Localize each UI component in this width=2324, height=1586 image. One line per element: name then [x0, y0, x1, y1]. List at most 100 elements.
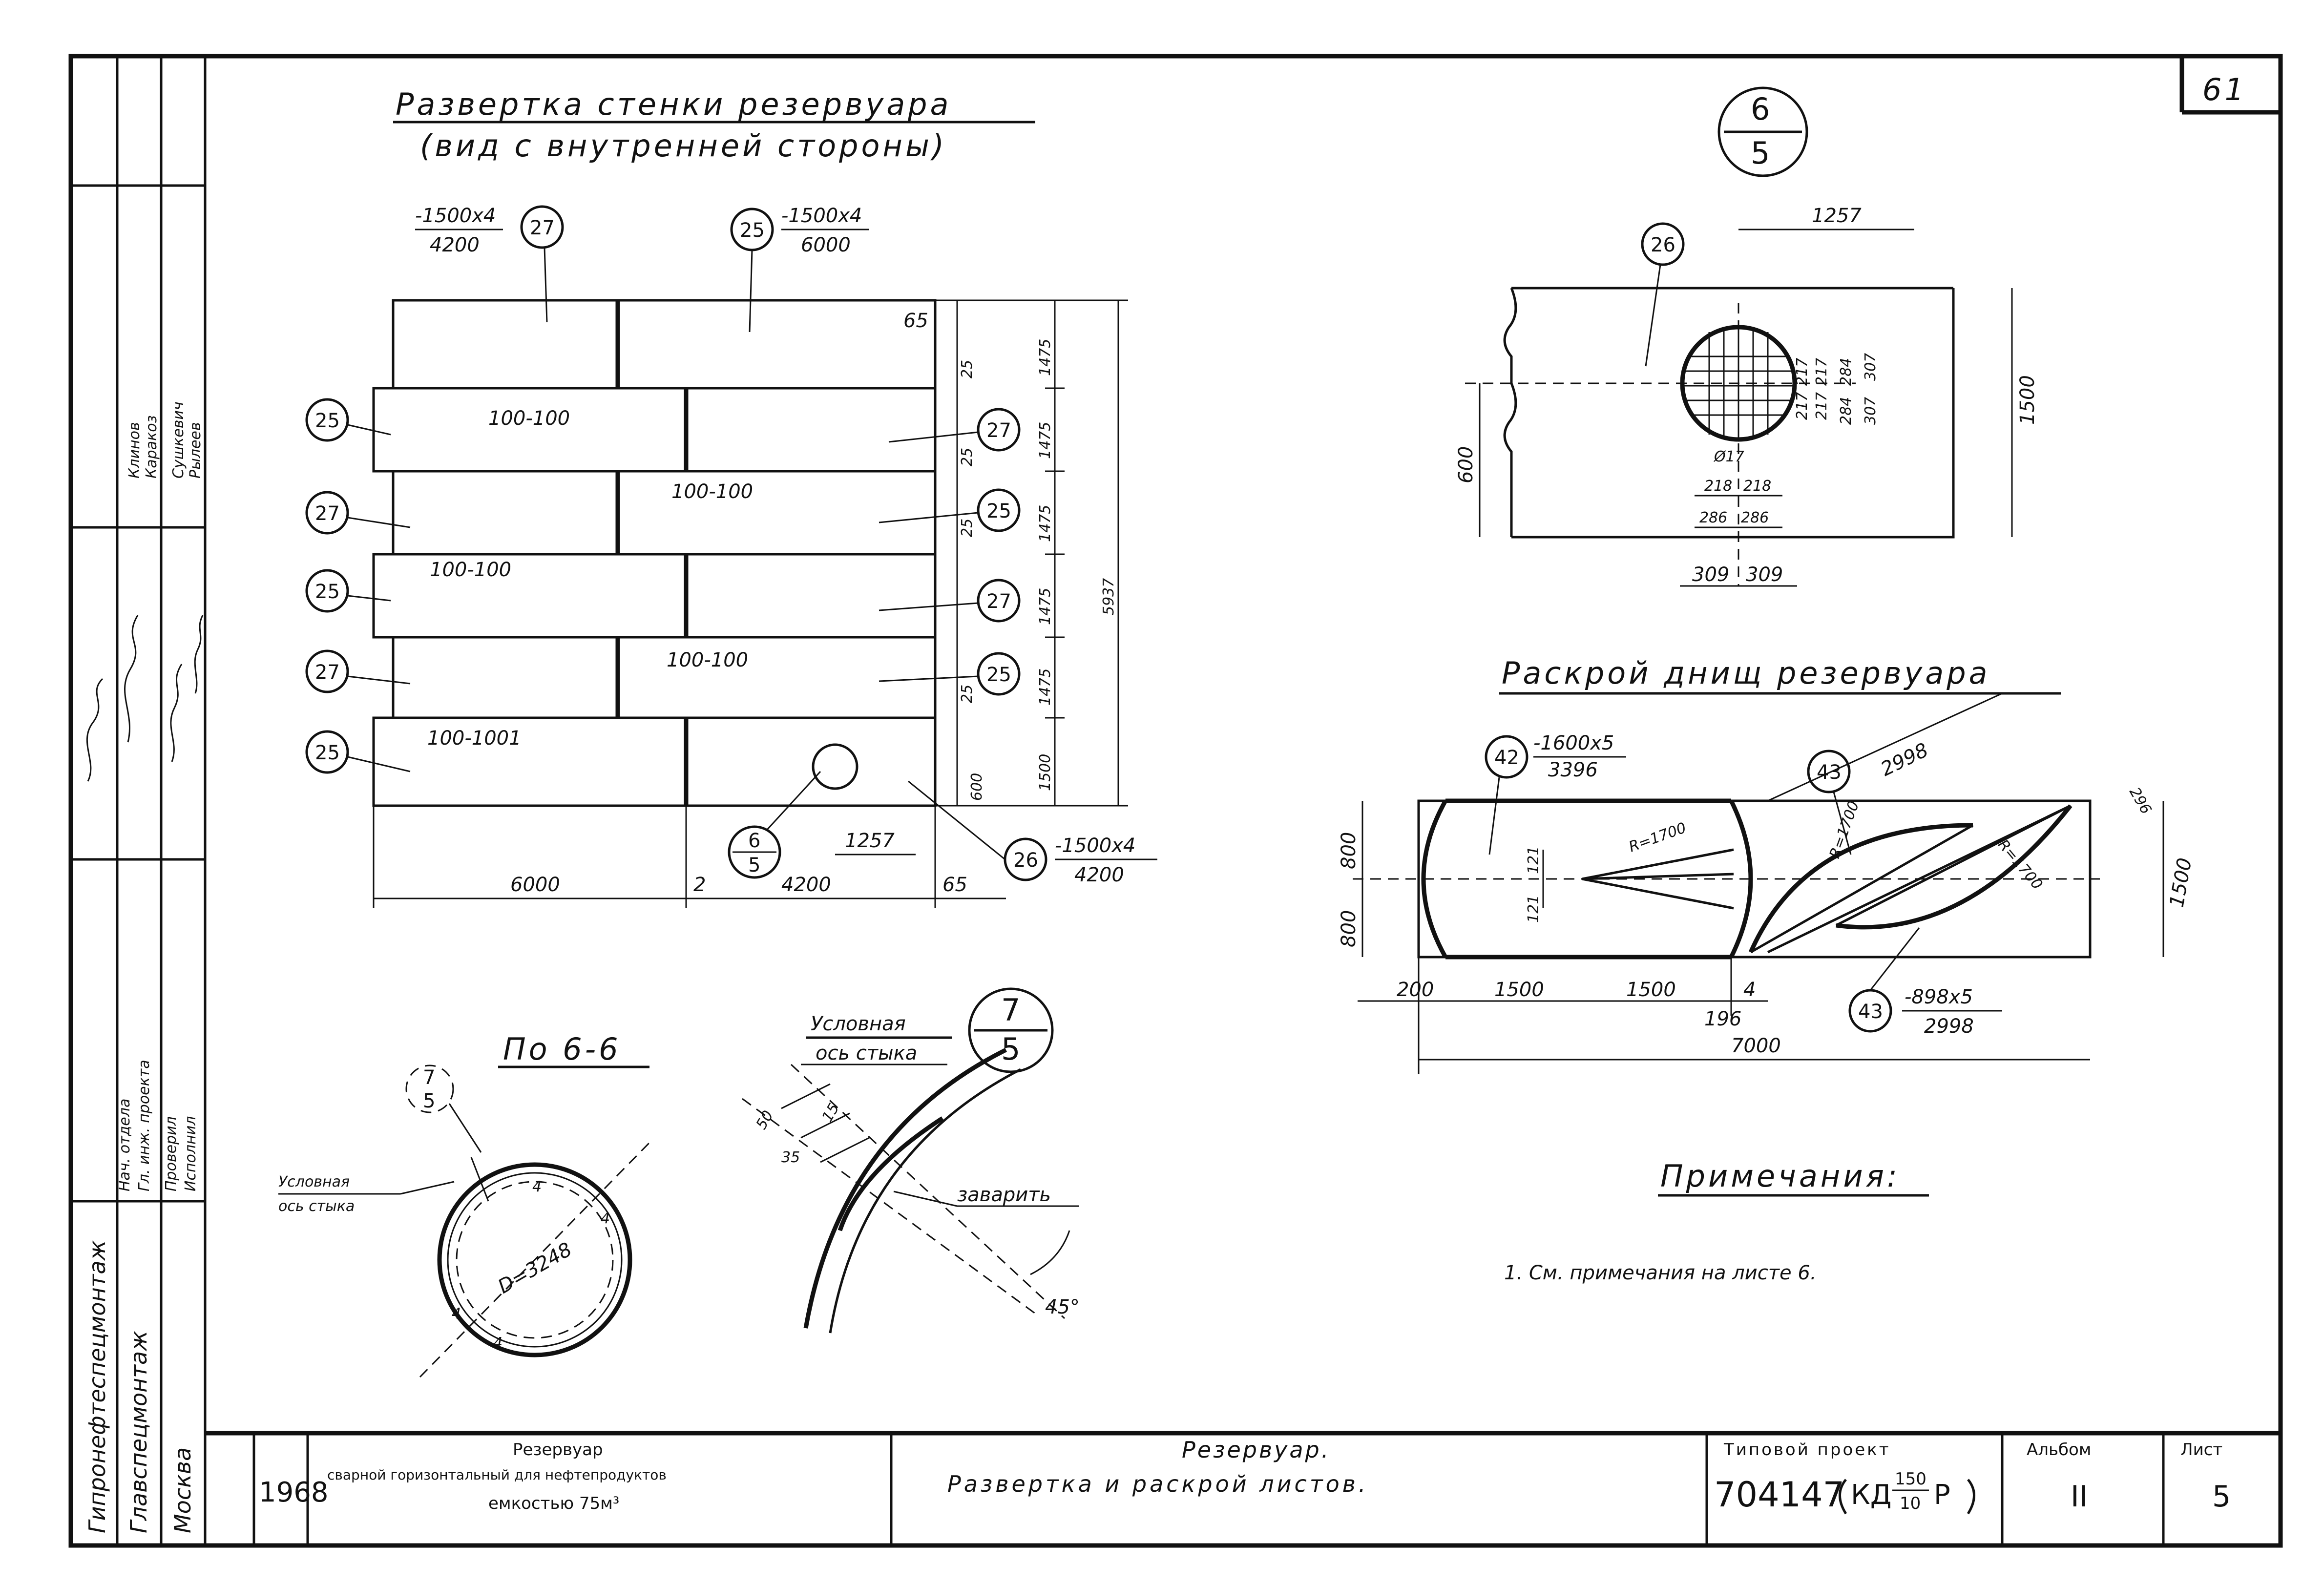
- stamp-name-2: Каракоз: [143, 415, 160, 479]
- bottoms-dim-296: 296: [2126, 785, 2155, 817]
- detail-vdim-6: 284: [1838, 397, 1855, 425]
- lens-piece-43-lower: [1836, 804, 2073, 930]
- title-block: 1968 Резервуар сварной горизонтальный дл…: [205, 1431, 2281, 1545]
- detail-bdim-1: 309: [1692, 563, 1729, 586]
- wall-unfold-subtitle: (вид с внутренней стороны): [420, 128, 947, 164]
- section-axis-2: ось стыка: [278, 1198, 355, 1215]
- detail-hdim-1: Ø17: [1713, 448, 1744, 465]
- tank-shell-inner: [447, 1172, 623, 1348]
- section-axis-1: Условная: [278, 1173, 350, 1190]
- sheet-frame: [68, 54, 2283, 1548]
- mark-25-top: 25: [740, 219, 765, 242]
- shell-arc-outer: [803, 1047, 1007, 1329]
- bottoms-bdim-1500b: 1500: [1626, 979, 1676, 1001]
- bottoms-title: Раскрой днищ резервуара: [1502, 655, 1990, 691]
- section-ref-den: 5: [423, 1090, 435, 1112]
- sheet-title-2: Развертка и раскрой листов.: [947, 1471, 1369, 1497]
- bottoms-dim-7000: 7000: [1731, 1035, 1781, 1057]
- dim-600-wall: 600: [968, 773, 985, 801]
- bottoms-bdim-200: 200: [1397, 979, 1434, 1001]
- bottoms-dim-121-a: 121: [1525, 846, 1542, 874]
- stamp-name-4: Рылеев: [187, 422, 204, 479]
- dim-25-1: 25: [959, 360, 976, 378]
- detail-7-5: Условная ось стыка 7 5 50 35 15 заварить…: [742, 987, 1080, 1334]
- section-title: По 6-6: [503, 1031, 621, 1067]
- mark-circle-42: [1485, 735, 1528, 779]
- detail75-ref-num: 7: [1001, 992, 1023, 1028]
- detail-vdim-1: 217: [1794, 358, 1811, 386]
- bottoms-dim-121-b: 121: [1525, 895, 1542, 923]
- bottoms-dim-2998: 2998: [1877, 739, 1932, 781]
- detail-ref-num: 6: [1751, 91, 1773, 127]
- section-6-6: По 6-6 7 5 D=3248 4 4 4 4 Условная ось с…: [278, 1031, 650, 1378]
- weld-label-5: 100-1001: [427, 727, 522, 750]
- project-suffix: Р: [1934, 1479, 1950, 1511]
- notes-item-1: 1. См. примечания на листе 6.: [1504, 1262, 1817, 1284]
- left-mark-2: 27: [315, 502, 340, 525]
- mark-circle-26-detail: [1641, 222, 1685, 266]
- project-frac-den: 10: [1900, 1494, 1921, 1513]
- left-stamp: Клинов Каракоз Сушкевич Рылеев Нач. отде…: [84, 401, 204, 1533]
- ref-circle-7-5-section: [405, 1064, 454, 1113]
- sheet-label: Лист: [2180, 1440, 2222, 1460]
- dim-row-6: 1500: [1037, 754, 1054, 791]
- weld-label-1: 100-100: [488, 407, 570, 430]
- right-mark-group: 27 25 27 25: [879, 408, 1021, 696]
- detail-hdim-4: 286: [1699, 509, 1727, 526]
- detail75-axis-1: Условная: [811, 1013, 906, 1035]
- title-year: 1968: [259, 1477, 329, 1508]
- mark-circle-43a: [1807, 750, 1851, 793]
- bottoms-cutting: Раскрой днищ резервуара 42 -1600x5 3396 …: [1338, 655, 2197, 1074]
- signature-1: [86, 678, 104, 782]
- detail75-axis-2: ось стыка: [816, 1042, 917, 1064]
- callout-26-fraction: -1500x4: [1055, 835, 1135, 857]
- project-frac-num: 150: [1895, 1469, 1926, 1489]
- notes-title: Примечания:: [1660, 1158, 1900, 1194]
- album-value: II: [2071, 1480, 2088, 1514]
- radius-label-1: R=1700: [1627, 819, 1689, 856]
- object-title-3: емкостью 75м³: [488, 1494, 619, 1513]
- sheet-value: 5: [2212, 1480, 2231, 1514]
- left-mark-1: 25: [315, 410, 340, 432]
- callout-27-length: 4200: [430, 234, 480, 256]
- mark-27-top: 27: [530, 217, 555, 239]
- detail75-angle: 45°: [1045, 1296, 1080, 1318]
- detail75-dim-35: 35: [781, 1149, 800, 1166]
- right-mark-2: 25: [986, 500, 1011, 522]
- ref-6-5-num: 6: [748, 830, 760, 852]
- dim-1257-wall: 1257: [845, 830, 895, 852]
- detail-hdim-5: 286: [1741, 509, 1769, 526]
- dim-row-4: 1475: [1037, 588, 1054, 625]
- mark-circle-27-top: [520, 205, 564, 249]
- section-mark-1: 4: [532, 1178, 542, 1195]
- radius-label-2: R=1700: [1826, 799, 1863, 861]
- stamp-role-3: Проверил: [163, 1116, 180, 1191]
- section-diameter: D=3248: [494, 1238, 576, 1298]
- right-mark-1: 27: [986, 419, 1011, 442]
- bottoms-42-fraction: -1600x5: [1533, 732, 1614, 754]
- shell-arc-inner: [829, 1068, 1022, 1334]
- project-number: 704147: [1714, 1475, 1844, 1515]
- ref-6-5-den: 5: [748, 854, 760, 876]
- detail-vdim-7: 307: [1862, 353, 1879, 381]
- detail-vdim-2: 217: [1794, 392, 1811, 420]
- section-mark-3: 4: [452, 1305, 461, 1322]
- ref-circle-6-5-wall: [728, 825, 781, 879]
- dim-row-2: 1475: [1037, 422, 1054, 459]
- dim-row-1: 1475: [1037, 339, 1054, 376]
- callout-27-fraction: -1500x4: [415, 205, 496, 227]
- stamp-role-1: Нач. отдела: [116, 1099, 133, 1191]
- stamp-org-1: Гипронефтеспецмонтаж: [84, 1240, 110, 1533]
- bottoms-bdim-1500a: 1500: [1494, 979, 1544, 1001]
- right-mark-4: 25: [986, 664, 1011, 686]
- project-code: КД: [1851, 1479, 1892, 1511]
- section-mark-4: 4: [493, 1335, 502, 1352]
- detail-6-5: 6 5 26 1257 1500 600 217 217 217 217 284: [1455, 86, 2039, 587]
- bottoms-43-length: 2998: [1924, 1015, 1974, 1038]
- object-title-1: Резервуар: [513, 1440, 603, 1460]
- left-mark-5: 25: [315, 742, 340, 764]
- bottom-dim-4200: 4200: [781, 874, 831, 896]
- tank-shell-outer: [437, 1162, 632, 1357]
- stamp-org-3: Москва: [169, 1447, 196, 1533]
- ref-circle-6-5-detail: [1717, 86, 1808, 177]
